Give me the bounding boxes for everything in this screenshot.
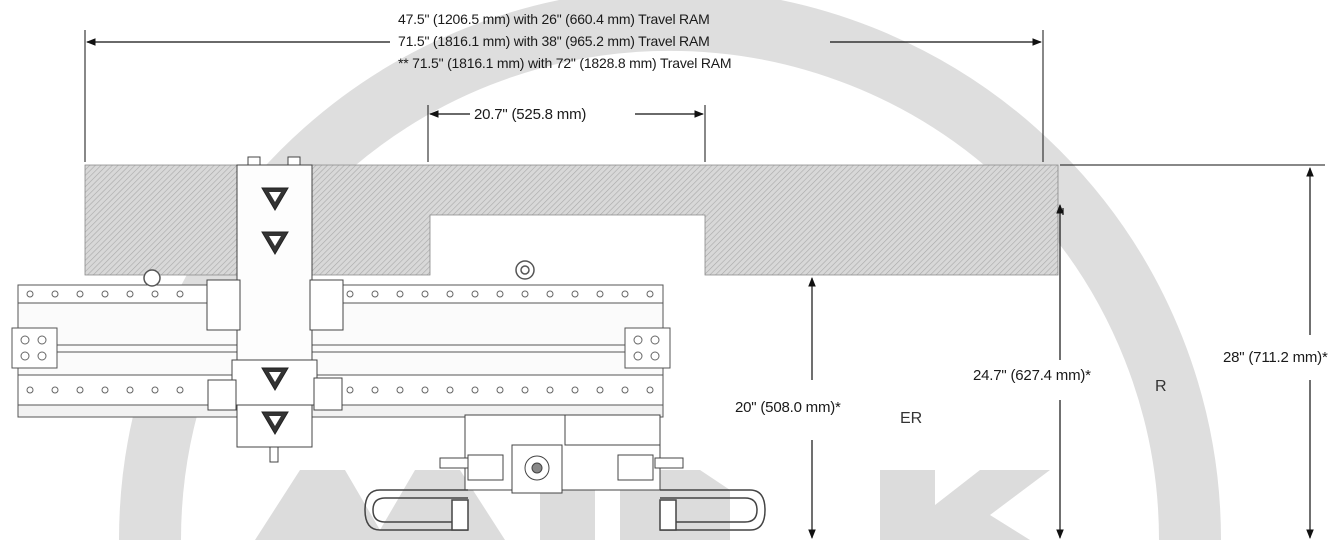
overall-dimension-line-2: 71.5" (1816.1 mm) with 38" (965.2 mm) Tr… [398, 33, 710, 49]
lower-carriage [439, 414, 684, 494]
side-handles [364, 489, 766, 531]
rail-bolt-holes [20, 290, 660, 394]
notch-width-dimension: 20.7" (525.8 mm) [474, 106, 587, 123]
overall-dimension-line-3: ** 71.5" (1816.1 mm) with 72" (1828.8 mm… [398, 55, 732, 71]
ram-triangle-highlights [269, 192, 281, 426]
height-dimension-arrows [808, 167, 1314, 539]
text-fragment-r: R [1155, 378, 1167, 395]
overall-dimension-line-1: 47.5" (1206.5 mm) with 26" (660.4 mm) Tr… [398, 11, 710, 27]
height-dimension-24-7in: 24.7" (627.4 mm)* [973, 367, 1091, 384]
overall-dimension-arrows [86, 38, 1042, 118]
mounting-zone-hatch [84, 164, 1059, 276]
height-dimension-28in: 28" (711.2 mm)* [1223, 349, 1328, 366]
extension-lines [84, 30, 1325, 166]
height-dimension-20in: 20" (508.0 mm)* [735, 399, 841, 416]
lifting-eyes [143, 260, 535, 287]
text-fragment-er: ER [900, 410, 923, 427]
